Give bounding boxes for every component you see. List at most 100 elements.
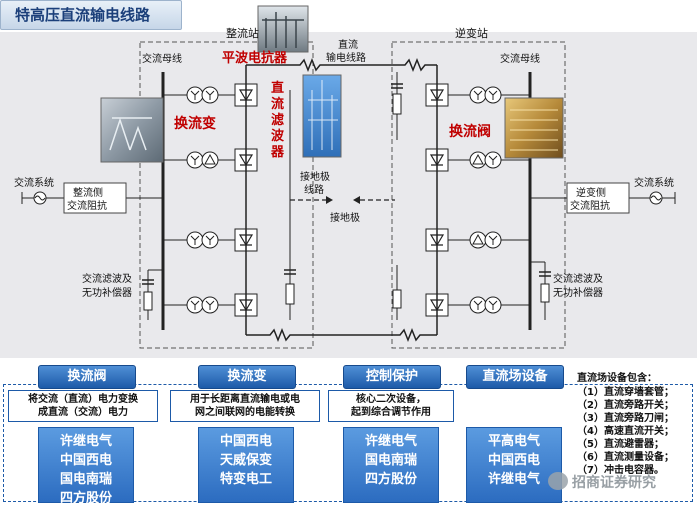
dc-line-label-2: 输电线路 [326, 51, 366, 64]
dc-return-line [246, 327, 437, 343]
wechat-icon [548, 472, 568, 490]
converter-valve-photo [504, 97, 564, 159]
rect-converter-row [163, 83, 258, 107]
wye-symbol-icon [488, 155, 498, 165]
company-item: 中国西电 [219, 434, 272, 449]
ground-line-label-1: 接地极 [300, 170, 330, 183]
watermark-text: 招商证券研究 [572, 475, 656, 491]
wye-symbol-icon [473, 300, 483, 310]
ground-arrow-right-icon [353, 196, 360, 204]
dc-equipment-item: （3）直流旁路刀闸； [577, 413, 674, 424]
ac-filter-right-line1: 交流滤波及 [553, 272, 603, 285]
ac-system-right-label: 交流系统 [634, 176, 674, 189]
inv-impedance-line1: 逆变侧 [576, 186, 606, 199]
rect-side-impedance-box [63, 182, 127, 214]
rectifier-station-label: 整流站 [226, 26, 259, 40]
panel-transformer-desc: 用于长距离直流输电或电 网之间联网的电能转换 [170, 390, 320, 422]
panel-dcfield-header: 直流场设备 [466, 365, 564, 389]
dc-filter-right-resistor [392, 93, 402, 115]
panel-control-companies: 许继电气 国电南瑞 四方股份 [343, 427, 439, 503]
panel-valve-desc-line1: 将交流（直流）电力变换 [28, 394, 138, 405]
converter-transformer-photo [100, 97, 164, 163]
smoothing-reactor-label: 平波电抗器 [222, 50, 288, 66]
dc-filter-left-resistor [285, 283, 295, 305]
ac-filter-right-line2: 无功补偿器 [553, 286, 603, 299]
ac-filter-left-line2: 无功补偿器 [82, 286, 132, 299]
dc-equipment-item: （4）高速直流开关； [577, 426, 674, 437]
photo-detail-d [510, 109, 558, 151]
dc-filter-char-1: 直 [271, 80, 284, 96]
company-item: 平高电气 [487, 434, 540, 449]
panel-control-desc-line2: 起到综合调节作用 [351, 407, 431, 418]
delta-symbol-icon [472, 233, 484, 245]
photo-detail-a [109, 117, 152, 151]
ground-electrode-label: 接地极 [330, 211, 360, 224]
company-item: 许继电气 [364, 434, 417, 449]
company-item: 许继电气 [59, 434, 112, 449]
panel-transformer-desc-line2: 网之间联网的电能转换 [195, 407, 295, 418]
ac-filter-left-resistor [143, 291, 153, 311]
inv-impedance-line2: 交流阻抗 [570, 199, 610, 212]
ac-filter-right-resistor [540, 283, 550, 303]
panel-control-desc: 核心二次设备， 起到综合调节作用 [328, 390, 454, 422]
wye-symbol-icon [205, 300, 215, 310]
company-item: 四方股份 [364, 472, 417, 487]
panel-transformer-desc-line1: 用于长距离直流输电或电 [190, 394, 300, 405]
panel-valve-desc: 将交流（直流）电力变换 成直流（交流）电力 [8, 390, 158, 422]
page-title: 特高压直流输电线路 [15, 6, 151, 24]
delta-symbol-icon [472, 153, 484, 165]
inverter-converter-rows [425, 83, 530, 317]
dc-transmission-line [246, 57, 437, 73]
inv-side-impedance-box [566, 182, 630, 214]
dc-filter-char-2: 流 [271, 96, 284, 112]
wye-symbol-icon [190, 90, 200, 100]
dc-equipment-list: 直流场设备包含： （1）直流穿墙套管； （2）直流旁路开关； （3）直流旁路刀闸… [577, 372, 695, 477]
rect-impedance-line1: 整流侧 [73, 186, 103, 199]
title-banner: 特高压直流输电线路 [0, 0, 182, 30]
dc-filter-char-5: 器 [270, 145, 285, 160]
ac-wave-right-icon [650, 195, 662, 201]
inv-converter-row [425, 83, 530, 107]
company-item: 中国西电 [59, 453, 112, 468]
photo-detail-c [308, 80, 338, 150]
ac-bus-left-label: 交流母线 [142, 52, 182, 65]
dc-filter-char-4: 波 [271, 128, 285, 144]
ac-system-left-label: 交流系统 [14, 176, 54, 189]
wye-symbol-icon [190, 155, 200, 165]
hvdc-schematic: 整流站 逆变站 交流母线 交流母线 交流系统 交流系统 整流侧 交流阻抗 逆变侧… [0, 5, 697, 358]
panel-valve-header: 换流阀 [38, 365, 136, 389]
company-item: 天威保变 [219, 453, 272, 468]
ac-filter-left-line1: 交流滤波及 [82, 272, 132, 285]
photo-detail-b [262, 12, 304, 48]
panel-transformer-header: 换流变 [198, 365, 296, 389]
dc-equipment-item: （2）直流旁路开关； [577, 400, 674, 411]
panel-transformer-companies: 中国西电 天威保变 特变电工 [198, 427, 294, 503]
dc-equipment-item: （5）直流避雷器； [577, 439, 664, 450]
company-item: 四方股份 [59, 491, 112, 505]
watermark: 招商证券研究 [548, 470, 688, 494]
dc-filter-char-3: 滤 [271, 112, 284, 128]
wye-symbol-icon [488, 90, 498, 100]
converter-transformer-label: 换流变 [174, 115, 216, 132]
panel-valve-companies: 许继电气 中国西电 国电南瑞 四方股份 [38, 427, 134, 505]
converter-valve-label: 换流阀 [449, 123, 491, 140]
ac-bus-right-label: 交流母线 [500, 52, 540, 65]
rectifier-station-frame [139, 41, 314, 349]
wye-symbol-icon [190, 235, 200, 245]
panel-control-header: 控制保护 [343, 365, 441, 389]
panel-control-desc-line1: 核心二次设备， [356, 394, 426, 405]
wye-symbol-icon [205, 90, 215, 100]
inv-converter-row [425, 228, 530, 252]
company-item: 国电南瑞 [59, 472, 112, 487]
dc-equipment-item: （6）直流测量设备； [577, 452, 674, 463]
dc-filter-right-resistor2 [392, 289, 402, 309]
wye-symbol-icon [205, 235, 215, 245]
dc-filter-label: 直 流 滤 波 器 [270, 80, 285, 160]
inverter-station-frame [391, 41, 566, 349]
ground-line-label-2: 线路 [304, 183, 324, 196]
dc-equipment-item: （7）冲击电容器。 [577, 465, 664, 476]
company-item: 许继电气 [487, 472, 540, 487]
wye-symbol-icon [473, 90, 483, 100]
panel-valve-desc-line2: 成直流（交流）电力 [38, 407, 128, 418]
